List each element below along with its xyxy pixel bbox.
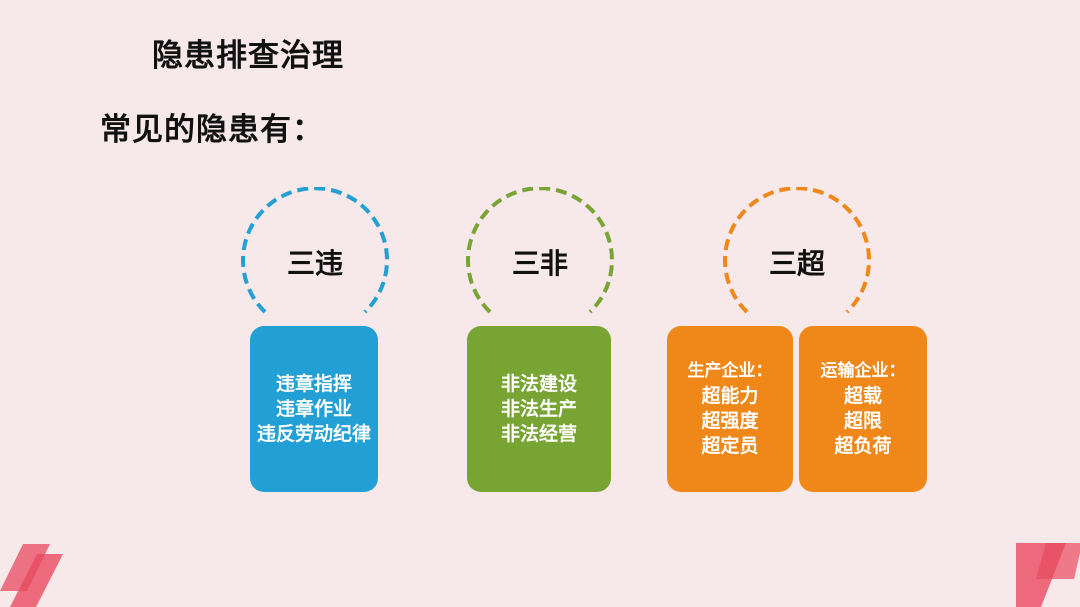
list-item: 超强度	[701, 410, 759, 432]
slide-title: 隐患排查治理	[152, 38, 344, 74]
list-item: 非法生产	[500, 397, 577, 420]
dashed-circle-sanfei: 三非	[465, 187, 615, 337]
dashed-circle-icon	[466, 187, 614, 314]
box-sanfei: 非法建设 非法生产 非法经营	[467, 326, 611, 492]
dashed-circle-icon	[241, 187, 389, 314]
list-item: 超载	[843, 385, 882, 407]
list-item: 超限	[843, 410, 882, 432]
dashed-circle-icon	[723, 187, 871, 314]
group-label: 三超	[768, 247, 825, 280]
list-item: 非法建设	[500, 372, 577, 395]
list-item: 超能力	[701, 385, 759, 407]
group-label: 三非	[511, 247, 568, 280]
list-item: 违反劳动纪律	[256, 422, 371, 445]
dashed-circle-sanwei: 三违	[240, 187, 390, 337]
subgroup-heading: 生产企业：	[687, 361, 773, 381]
corner-decoration-bottom-right-icon	[1016, 543, 1080, 607]
list-item: 超负荷	[834, 435, 892, 457]
list-item: 违章作业	[275, 397, 352, 420]
slide-subtitle: 常见的隐患有：	[100, 112, 324, 148]
box-sanwei: 违章指挥 违章作业 违反劳动纪律	[250, 326, 378, 492]
subgroup-heading: 运输企业：	[820, 361, 906, 381]
box-transport-enterprise: 运输企业： 超载 超限 超负荷	[799, 326, 927, 492]
list-item: 非法经营	[500, 422, 577, 445]
box-production-enterprise: 生产企业： 超能力 超强度 超定员	[667, 326, 793, 492]
group-label: 三违	[286, 247, 343, 280]
list-item: 违章指挥	[275, 372, 352, 395]
dashed-circle-sanchao: 三超	[722, 187, 872, 337]
corner-decoration-bottom-left-icon	[0, 544, 63, 607]
list-item: 超定员	[701, 435, 759, 457]
